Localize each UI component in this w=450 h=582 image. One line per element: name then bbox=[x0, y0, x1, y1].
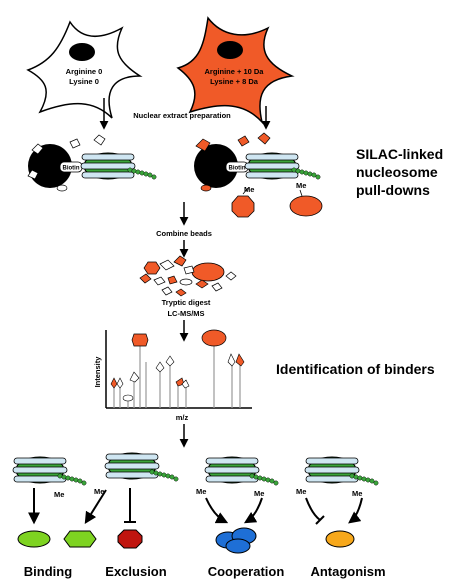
outcome-label-binding: Binding bbox=[24, 564, 72, 579]
outcome-antagonism: Me Me bbox=[296, 456, 379, 498]
outcome-label-antagonism: Antagonism bbox=[310, 564, 385, 579]
combine-label: Combine beads bbox=[156, 229, 212, 238]
complex-icon bbox=[215, 527, 257, 554]
heavy-pulldown: Biotin Me Me bbox=[194, 132, 323, 218]
light-pulldown: Biotin bbox=[27, 134, 157, 192]
outcome-binding: Me bbox=[12, 456, 87, 499]
silac-label-2: nucleosome bbox=[356, 164, 438, 180]
y-axis-label: Intensity bbox=[93, 356, 102, 388]
excluded-protein-icon bbox=[117, 529, 143, 549]
outcome-cooperation: Me Me bbox=[196, 456, 279, 498]
biotin-label: Biotin bbox=[63, 166, 80, 172]
me-mark: Me bbox=[54, 490, 64, 499]
me-mark: Me bbox=[254, 489, 264, 498]
light-cell: Arginine 0 Lysine 0 bbox=[26, 20, 143, 119]
me-mark: Me bbox=[352, 489, 362, 498]
orange-binder-icon bbox=[325, 530, 355, 548]
identification-label: Identification of binders bbox=[276, 361, 435, 377]
outcome-label-exclusion: Exclusion bbox=[105, 564, 166, 579]
me-mark: Me bbox=[94, 487, 104, 496]
heavy-cell: Arginine + 10 Da Lysine + 8 Da bbox=[176, 16, 295, 125]
biotin-label: Biotin bbox=[229, 166, 246, 172]
bead-icon bbox=[28, 144, 72, 188]
me-mark: Me bbox=[196, 487, 206, 496]
green-binder-icon bbox=[17, 530, 51, 548]
me-mark: Me bbox=[296, 487, 306, 496]
outcome-exclusion: Me bbox=[94, 452, 179, 496]
heavy-label-1: Arginine + 10 Da bbox=[205, 67, 265, 76]
green-binder-icon bbox=[63, 530, 97, 548]
bead-icon bbox=[194, 144, 238, 188]
silac-label-1: SILAC-linked bbox=[356, 146, 443, 162]
mass-spectrum: Intensity m/z bbox=[93, 329, 252, 422]
me-mark: Me bbox=[296, 181, 306, 190]
heavy-label-2: Lysine + 8 Da bbox=[210, 77, 259, 86]
outcome-label-cooperation: Cooperation bbox=[208, 564, 285, 579]
combined-fragments bbox=[139, 255, 237, 297]
x-axis-label: m/z bbox=[176, 413, 189, 422]
light-label-2: Lysine 0 bbox=[69, 77, 99, 86]
light-label-1: Arginine 0 bbox=[66, 67, 103, 76]
lcms-label: LC-MS/MS bbox=[167, 309, 204, 318]
nucleus-icon bbox=[69, 43, 95, 61]
me-mark: Me bbox=[244, 185, 254, 194]
extract-label: Nuclear extract preparation bbox=[133, 111, 231, 120]
digest-label: Tryptic digest bbox=[162, 298, 211, 307]
silac-label-3: pull-downs bbox=[356, 182, 430, 198]
nucleus-icon bbox=[217, 41, 243, 59]
spectrum-peaks bbox=[113, 346, 241, 408]
